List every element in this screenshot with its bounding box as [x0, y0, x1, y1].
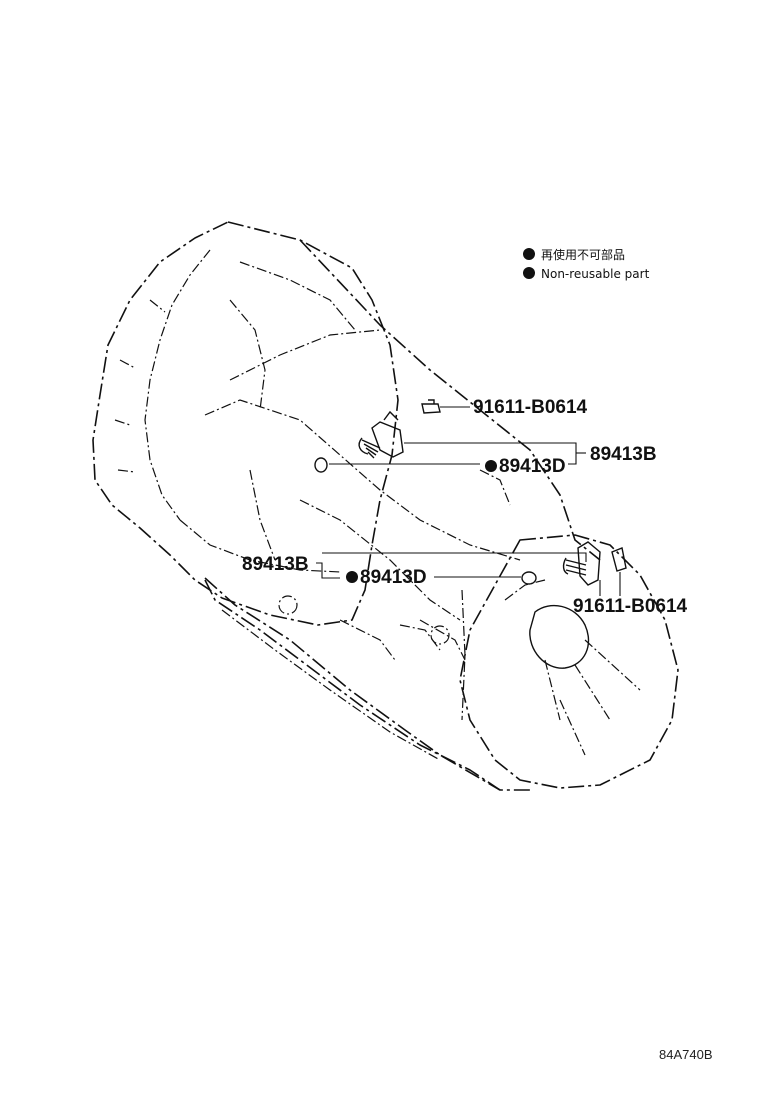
upper-sensor-threads — [361, 439, 381, 459]
transmission-housing — [92, 221, 679, 791]
part-label-sensor-lower[interactable]: 89413B — [242, 554, 309, 575]
lower-sensor-threads — [565, 559, 587, 576]
upper-sensor-assembly — [314, 399, 441, 473]
legend-marker-en — [523, 267, 535, 279]
lower-sensor-assembly — [521, 541, 627, 586]
non-reusable-marker-upper — [485, 460, 497, 472]
part-label-oring-upper[interactable]: 89413D — [499, 456, 566, 477]
part-label-sensor-upper[interactable]: 89413B — [590, 444, 657, 465]
upper-o-ring — [314, 457, 328, 473]
legend-text-en: Non-reusable part — [541, 267, 650, 281]
lower-bolt — [611, 547, 627, 572]
part-label-bolt-lower[interactable]: 91611-B0614 — [573, 596, 688, 617]
legend-text-jp: 再使用不可部品 — [541, 247, 625, 262]
lower-sensor-body — [577, 541, 601, 586]
legend-marker-jp — [523, 248, 535, 260]
diagram-code: 84A740B — [659, 1047, 713, 1062]
leader-lines — [316, 406, 621, 596]
lower-o-ring — [521, 571, 537, 585]
upper-sensor-body — [371, 421, 404, 458]
part-label-oring-lower[interactable]: 89413D — [360, 567, 427, 588]
part-label-bolt-upper[interactable]: 91611-B0614 — [473, 397, 588, 418]
non-reusable-marker-lower — [346, 571, 358, 583]
upper-bolt — [421, 399, 441, 414]
